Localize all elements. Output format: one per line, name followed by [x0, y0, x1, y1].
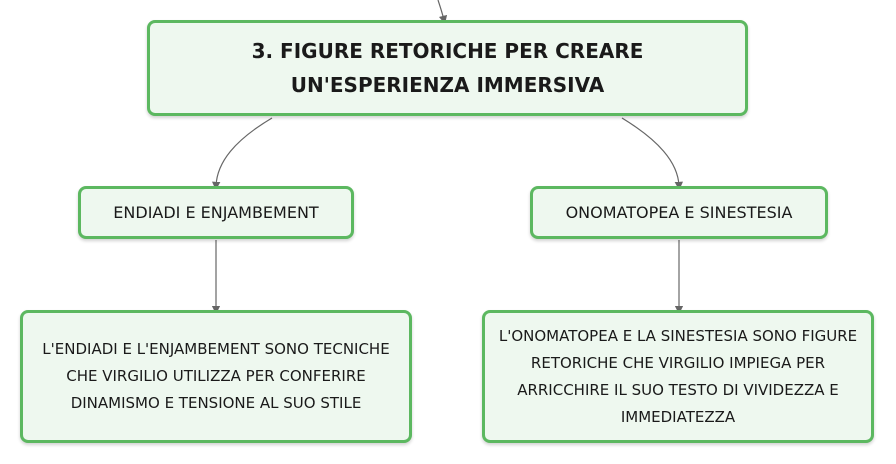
branch-node-endiadi[interactable]: ENDIADI E ENJAMBEMENT [78, 186, 354, 239]
description-node-endiadi[interactable]: L'ENDIADI E L'ENJAMBEMENT SONO TECNICHE … [20, 310, 412, 443]
description-node-text: L'ONOMATOPEA E LA SINESTESIA SONO FIGURE… [498, 326, 858, 426]
connector-root-to-left [211, 117, 273, 191]
branch-node-label: ONOMATOPEA E SINESTESIA [565, 203, 793, 222]
root-node-title: 3. FIGURE RETORICHE PER CREARE UN'ESPERI… [251, 39, 644, 97]
connector-root-to-right [621, 117, 684, 191]
branch-node-label: ENDIADI E ENJAMBEMENT [113, 203, 319, 222]
branch-node-onomatopea[interactable]: ONOMATOPEA E SINESTESIA [530, 186, 828, 239]
description-node-text: L'ENDIADI E L'ENJAMBEMENT SONO TECNICHE … [42, 340, 390, 412]
root-node[interactable]: 3. FIGURE RETORICHE PER CREARE UN'ESPERI… [147, 20, 748, 116]
connector-parent-to-root [437, 0, 448, 25]
description-node-onomatopea[interactable]: L'ONOMATOPEA E LA SINESTESIA SONO FIGURE… [482, 310, 874, 443]
